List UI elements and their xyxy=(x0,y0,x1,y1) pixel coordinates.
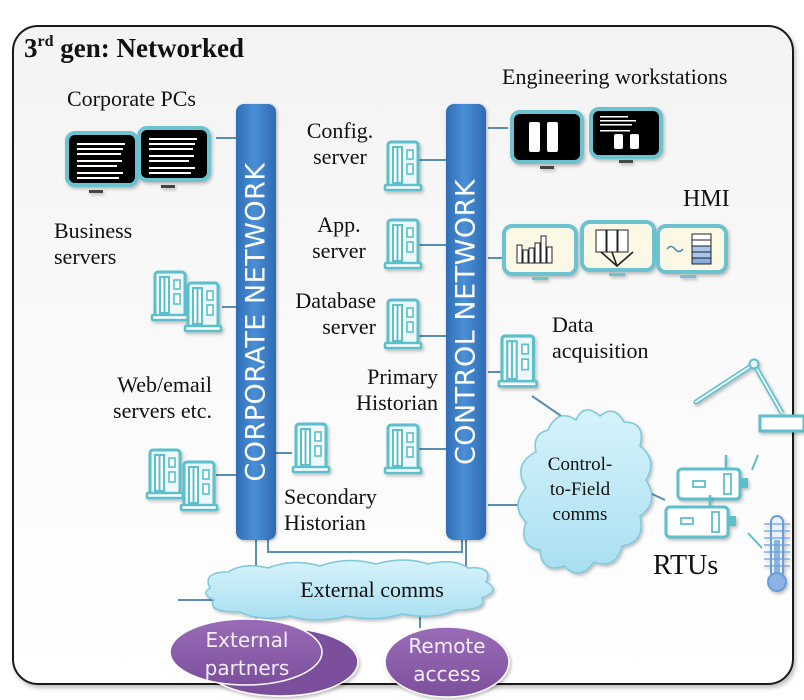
label-config-server: Config.server xyxy=(306,118,374,169)
app-server-icon xyxy=(383,218,423,270)
business-server-1-icon xyxy=(150,270,190,322)
primary-historian-icon xyxy=(383,423,423,475)
label-rtus: RTUs xyxy=(653,550,719,581)
business-server-2-icon xyxy=(183,281,223,333)
label-app-server: App.server xyxy=(312,212,366,263)
eng-workstation-1 xyxy=(510,110,584,169)
corporate-network-label: CORPORATE NETWORK xyxy=(240,162,272,482)
rtu-2-icon xyxy=(664,495,736,539)
database-server-icon xyxy=(383,298,423,350)
external-partners-ellipse xyxy=(169,618,359,697)
external-comms-cloud xyxy=(205,559,494,621)
hmi-panel-level xyxy=(656,224,728,278)
link-rtu-thermo xyxy=(747,532,763,549)
control-network-bar: CONTROL NETWORK xyxy=(446,104,486,540)
remote-access-ellipse xyxy=(384,626,510,698)
hmi-panel-bar-chart xyxy=(502,224,578,280)
link-lines xyxy=(178,127,763,628)
label-engineering-workstations: Engineering workstations xyxy=(502,64,728,89)
secondary-historian-icon xyxy=(291,422,331,474)
external-comms-label: External comms xyxy=(300,577,444,602)
web-server-1-icon xyxy=(145,448,185,500)
link-cloud-rtu xyxy=(649,492,666,501)
hmi-panel-tree xyxy=(580,220,656,276)
label-corporate-pcs: Corporate PCs xyxy=(67,86,196,111)
web-server-2-icon xyxy=(179,460,219,512)
label-hmi: HMI xyxy=(683,186,730,212)
control-network-label: CONTROL NETWORK xyxy=(450,178,482,466)
control-to-field-cloud xyxy=(517,409,653,574)
config-server-icon xyxy=(383,140,423,192)
data-acquisition-icon xyxy=(497,334,539,388)
corporate-pc-1 xyxy=(65,131,139,195)
corporate-pc-2 xyxy=(137,126,211,190)
link-rtu-robot xyxy=(751,454,759,471)
eng-workstation-2 xyxy=(589,107,663,163)
corporate-network-bar: CORPORATE NETWORK xyxy=(236,104,276,540)
rtu-1-icon xyxy=(676,455,748,501)
link-network-bridge xyxy=(267,540,463,553)
diagram-title: 3rd gen: Networked xyxy=(24,33,244,63)
robot-arm-icon xyxy=(693,358,804,433)
thermometer-icon xyxy=(764,515,790,592)
